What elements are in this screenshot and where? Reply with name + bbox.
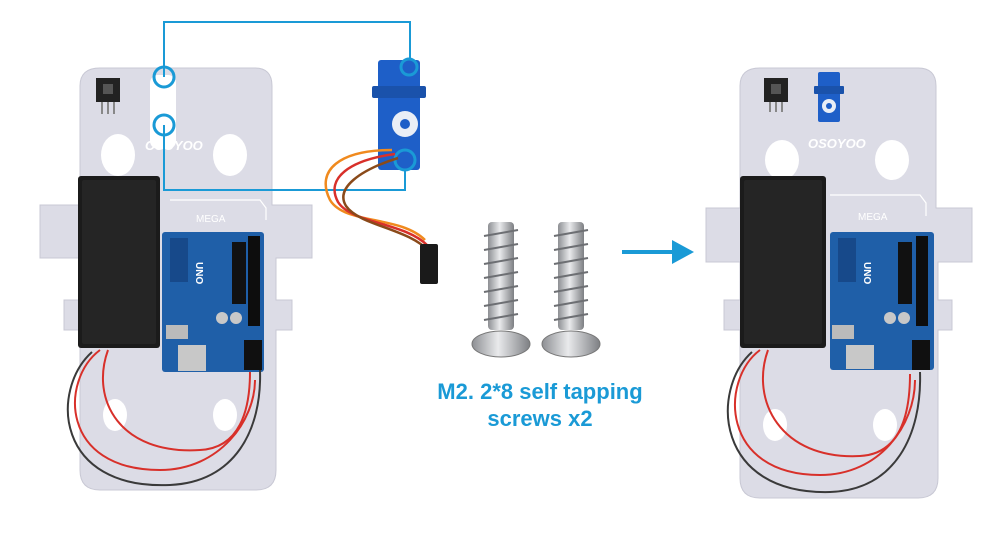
right-plate-hole <box>765 140 799 180</box>
right-assembly: OSOYOO MEGA UNO <box>705 67 973 499</box>
right-uno-label: UNO <box>861 262 872 284</box>
caption-line-1: M2. 2*8 self tapping <box>437 379 643 404</box>
arrow-icon <box>622 240 694 264</box>
right-plate-hole <box>763 409 787 441</box>
servo-motor <box>324 57 438 284</box>
left-wire-red-2 <box>102 349 251 452</box>
right-mega-label: MEGA <box>858 212 888 223</box>
servo-connector <box>420 244 438 284</box>
right-mega-outline <box>830 194 927 216</box>
right-plate-hole <box>873 409 897 441</box>
right-wire-red-2 <box>761 349 911 458</box>
screw-left <box>471 222 531 358</box>
left-uno-label: UNO <box>193 262 204 284</box>
servo-wire-orange <box>324 148 426 241</box>
screw-caption: M2. 2*8 self tapping screws x2 <box>370 378 710 432</box>
left-ir-sensor <box>96 78 120 114</box>
right-arduino-board: UNO <box>830 232 934 370</box>
left-assembly: OSOYOO MEGA UNO <box>39 21 411 491</box>
servo-wire-red <box>333 152 429 247</box>
left-arduino-board: UNO <box>162 232 264 372</box>
left-guide-line <box>163 21 411 77</box>
servo-mount-hole-top <box>399 57 419 77</box>
left-mega-outline <box>170 199 267 220</box>
left-wire-red <box>74 349 256 472</box>
left-mega-label: MEGA <box>196 214 226 225</box>
caption-line-2: screws x2 <box>487 406 593 431</box>
left-brand-logo: OSOYOO <box>145 138 203 153</box>
left-wire-dark <box>66 351 262 487</box>
right-wire-dark <box>726 351 922 494</box>
left-guide-line <box>163 125 406 191</box>
right-brand-logo: OSOYOO <box>808 136 866 151</box>
right-plate-hole <box>875 140 909 180</box>
right-ir-sensor <box>764 78 788 112</box>
servo-wire-brown <box>342 156 431 253</box>
screw-right <box>541 222 601 358</box>
right-servo-mounted <box>814 72 844 122</box>
left-plate-hole <box>213 399 237 431</box>
left-plate-hole <box>213 134 247 176</box>
left-plate-hole <box>101 134 135 176</box>
